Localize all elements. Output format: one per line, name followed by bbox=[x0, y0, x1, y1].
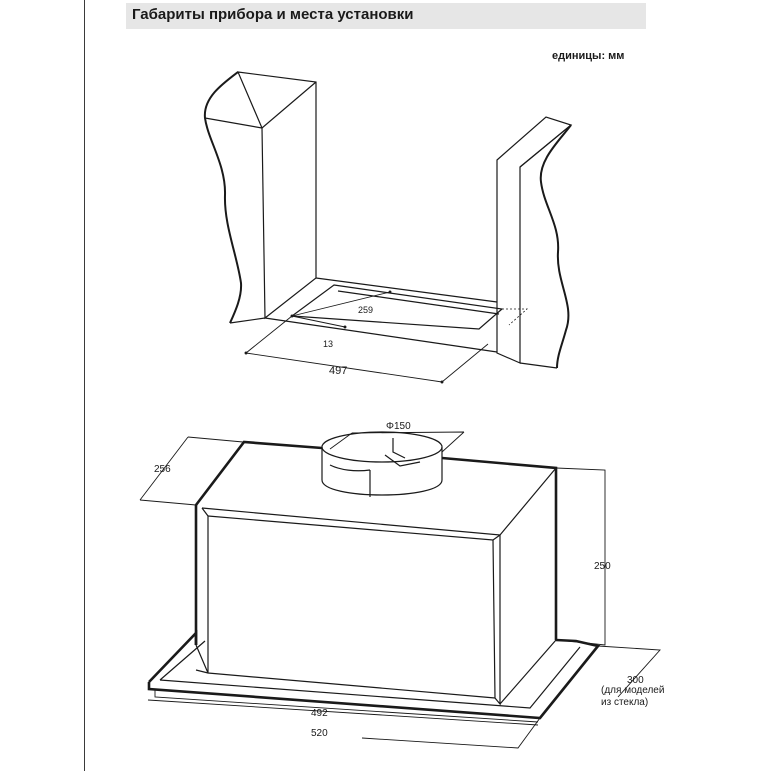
dim-520-label: 520 bbox=[311, 728, 328, 739]
duct-collar-seam bbox=[329, 464, 371, 497]
section-header: Габариты прибора и места установки bbox=[126, 3, 646, 29]
right-wall-panel bbox=[496, 116, 573, 364]
left-wall-break-line bbox=[203, 71, 243, 324]
hood-front-right-edge bbox=[492, 535, 501, 706]
dim-497-left-ext bbox=[245, 315, 293, 354]
hood-front-panel bbox=[195, 507, 209, 674]
units-value: мм bbox=[608, 50, 625, 62]
hood-right-side-bottom bbox=[499, 639, 557, 705]
page-left-rule bbox=[84, 0, 85, 771]
left-wall-panel bbox=[237, 71, 317, 320]
duct-collar-top bbox=[321, 431, 443, 463]
hood-top-front-edge bbox=[201, 467, 557, 536]
hood-bottom-plate-front bbox=[195, 669, 496, 699]
shelf-front-edge bbox=[264, 317, 498, 353]
dim-497-label: 497 bbox=[329, 365, 347, 377]
shelf-left-front bbox=[229, 317, 266, 324]
units-note: единицы: мм bbox=[552, 50, 624, 62]
section-title: Габариты прибора и места установки bbox=[132, 6, 414, 23]
dim-259-line bbox=[290, 290, 392, 318]
right-wall-face bbox=[519, 124, 572, 168]
dim-300-lines bbox=[597, 645, 661, 698]
dim-492-label: 492 bbox=[311, 708, 328, 719]
duct-collar-body bbox=[321, 447, 443, 496]
dim-497-right-ext bbox=[441, 343, 489, 383]
dim-300-note-line1: (для моделей bbox=[601, 685, 664, 696]
dim-300-note-line2: из стекла) bbox=[601, 697, 648, 708]
dim-497-line bbox=[244, 351, 444, 384]
dim-256-lines bbox=[139, 436, 244, 506]
left-wall-top-edge bbox=[261, 81, 317, 129]
hood-body-drawing bbox=[139, 431, 661, 749]
hood-front-panel-top bbox=[207, 515, 501, 541]
dim-13-label: 13 bbox=[323, 339, 333, 349]
duct-flap bbox=[384, 438, 421, 467]
cutout-dotted-extension bbox=[502, 308, 529, 326]
cabinet-cutout-drawing bbox=[203, 71, 573, 384]
units-label: единицы bbox=[552, 50, 602, 62]
dim-13-line bbox=[291, 315, 347, 329]
dim-duct-line bbox=[329, 431, 465, 453]
shelf-back-edge bbox=[315, 277, 498, 303]
right-wall-break-line bbox=[539, 124, 572, 369]
dim-520-lines bbox=[361, 717, 541, 749]
dim-259-label: 259 bbox=[358, 305, 373, 315]
dim-256-label: 256 bbox=[154, 464, 171, 475]
dim-300-label: 300 bbox=[627, 675, 644, 686]
dim-492-lines bbox=[147, 689, 539, 726]
right-wall-bottom-edge bbox=[519, 362, 558, 369]
hood-top-outline bbox=[194, 440, 323, 506]
hood-top-right-outline bbox=[441, 456, 558, 640]
hood-bottom-plate-outline bbox=[147, 629, 601, 720]
units-separator: : bbox=[601, 50, 606, 62]
left-wall-front-edge bbox=[204, 117, 263, 129]
dim-250-lines bbox=[555, 467, 606, 646]
dim-250-label: 250 bbox=[594, 561, 611, 572]
hood-bottom-plate-inner bbox=[159, 640, 581, 709]
dim-duct-diameter-label: Φ150 bbox=[386, 421, 411, 432]
